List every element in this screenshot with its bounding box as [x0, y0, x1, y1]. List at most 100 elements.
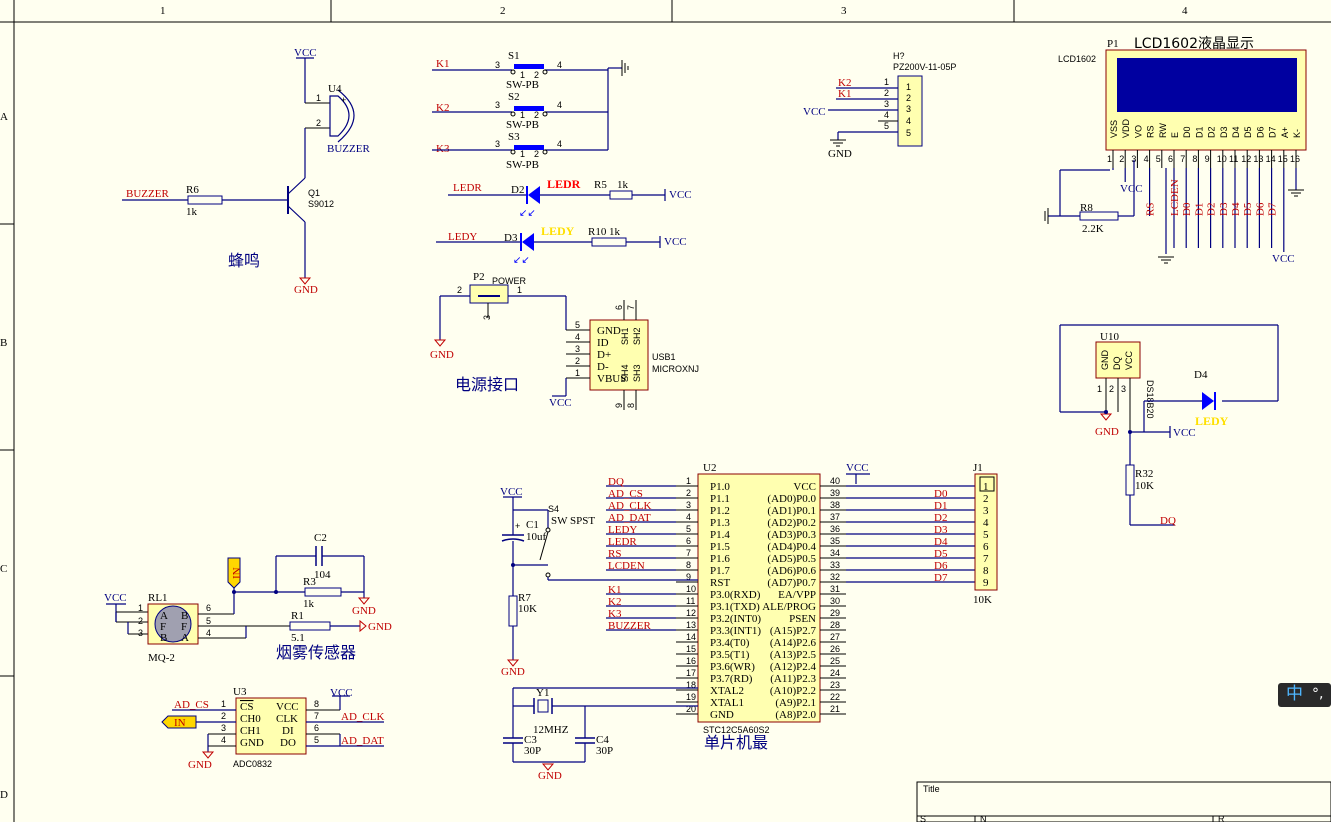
svg-text:AD_CS: AD_CS: [174, 699, 209, 711]
ime-chinese-mode-button[interactable]: 中: [1286, 684, 1303, 704]
mcu-vcc-label: VCC: [846, 462, 869, 474]
buzzer-ref: U4: [328, 83, 342, 95]
s3-ref: S3: [508, 131, 520, 143]
ime-punctuation-button[interactable]: °,: [1312, 686, 1324, 702]
mcu-left-pin-number: 10: [686, 584, 696, 594]
svg-text:3: 3: [482, 315, 492, 320]
svg-text:2: 2: [575, 356, 580, 366]
svg-text:2: 2: [534, 149, 539, 159]
svg-text:1: 1: [517, 285, 522, 295]
adc-in-label: IN: [174, 717, 186, 729]
svg-text:4: 4: [221, 735, 226, 745]
lcd-net-label: LCDEN: [1169, 179, 1181, 216]
svg-text:4: 4: [557, 60, 562, 70]
mcu-left-pin-name: XTAL2: [710, 685, 744, 697]
mcu-right-pin-number: 30: [830, 596, 840, 606]
lcd-pin-number: 2: [1119, 154, 1124, 164]
svg-text:B: B: [181, 610, 188, 622]
mcu-data-net: D7: [934, 572, 948, 584]
svg-text:1: 1: [575, 368, 580, 378]
revision-label: R: [1218, 814, 1225, 822]
svg-text:SH4: SH4: [620, 364, 630, 382]
buzzer-value: BUZZER: [327, 143, 370, 155]
svg-text:4: 4: [575, 332, 580, 342]
svg-text:6: 6: [614, 305, 624, 310]
svg-text:2: 2: [138, 616, 143, 626]
svg-text:GND: GND: [1095, 426, 1119, 438]
reset-circuit: VCC + C1 10uf S4 SW SPST R7 10K GND: [500, 486, 698, 678]
svg-text:1: 1: [1097, 384, 1102, 394]
ime-toolbar[interactable]: 中 °,: [1278, 683, 1331, 707]
svg-text:+: +: [341, 95, 346, 105]
s4-ref: S4: [548, 504, 559, 514]
svg-text:GND: GND: [828, 148, 852, 160]
c3-value: 30P: [524, 745, 541, 757]
ds18b20-part: DS18B20: [1145, 380, 1155, 419]
mcu-right-pin-name: (A15)P2.7: [770, 625, 817, 637]
r8-value: 2.2K: [1082, 223, 1104, 235]
mcu-left-pin-number: 2: [686, 488, 691, 498]
usb-ref: USB1: [652, 352, 676, 362]
svg-text:VCC: VCC: [104, 592, 127, 604]
mcu-net-label: LEDY: [608, 524, 637, 536]
mcu-right-pin-name: PSEN: [789, 613, 816, 625]
s1-ref: S1: [508, 50, 520, 62]
lcd-pin-number: 5: [1156, 154, 1161, 164]
lcd-net-label: D3: [1218, 202, 1230, 216]
c4-value: 30P: [596, 745, 613, 757]
s2-part: SW-PB: [506, 119, 539, 131]
switch-s3: K3 3 1 2 4 S3 SW-PB: [432, 131, 608, 171]
lcd-net-label: D4: [1230, 202, 1242, 216]
lcd-net-label: D6: [1254, 202, 1266, 216]
ledr-label: LEDR: [547, 177, 581, 191]
svg-text:A: A: [181, 632, 189, 644]
svg-text:4: 4: [906, 116, 911, 126]
r6-value: 1k: [186, 206, 198, 218]
row-label-c: C: [0, 563, 7, 575]
mcu-net-label: AD_CLK: [608, 500, 651, 512]
d4-label: LEDY: [1195, 414, 1229, 428]
svg-text:A: A: [160, 610, 168, 622]
c2-ref: C2: [314, 532, 327, 544]
mcu-data-net: D3: [934, 524, 948, 536]
mcu-net-label: AD_CS: [608, 488, 643, 500]
mcu-net-label: LEDR: [608, 536, 637, 548]
svg-text:VCC: VCC: [1124, 350, 1134, 370]
mcu-left-pin-name: P3.4(T0): [710, 637, 750, 649]
lcd-pin-number: 16: [1290, 154, 1300, 164]
mcu-right-pin-number: 38: [830, 500, 840, 510]
svg-text:D-: D-: [597, 361, 609, 373]
svg-text:VCC: VCC: [664, 236, 687, 248]
lcd-pin-name: E: [1170, 132, 1180, 138]
svg-text:1k: 1k: [617, 179, 629, 191]
mcu-left-pin-number: 3: [686, 500, 691, 510]
lcd-pin-number: 1: [1107, 154, 1112, 164]
led-ledy: LEDY D3 LEDY R10 1k VCC ↙↙: [436, 224, 687, 266]
lcd-pin-number: 3: [1131, 154, 1136, 164]
row-label-d: D: [0, 789, 8, 801]
switch-s2: K2 3 1 2 4 S2 SW-PB: [432, 91, 608, 131]
ledy-label: LEDY: [541, 224, 575, 238]
j1-pin-number: 2: [983, 493, 989, 505]
svg-text:AD_DAT: AD_DAT: [341, 735, 384, 747]
svg-text:1: 1: [906, 82, 911, 92]
svg-text:DQ: DQ: [1160, 515, 1176, 527]
s2-ref: S2: [508, 91, 520, 103]
svg-text:2: 2: [534, 70, 539, 80]
j1-pin-number: 9: [983, 577, 989, 589]
lcd-pin-number: 4: [1144, 154, 1149, 164]
mcu-left-pin-name: P3.1(TXD): [710, 601, 760, 613]
buzzer-caption: 蜂鸣: [228, 251, 260, 270]
svg-text:R10: R10: [588, 226, 607, 238]
svg-text:CH0: CH0: [240, 713, 261, 725]
mcu-net-label: LCDEN: [608, 560, 645, 572]
switch-s1: K1 3 1 2 4 S1 SW-PB: [432, 50, 608, 91]
svg-text:2: 2: [316, 118, 321, 128]
svg-text:3: 3: [575, 344, 580, 354]
j1-pin-number: 3: [983, 505, 989, 517]
svg-text:↙↙: ↙↙: [519, 208, 536, 219]
svg-text:K1: K1: [436, 58, 449, 70]
lcd-pin-name: VO: [1133, 125, 1143, 138]
lcd-vcc-label: VCC: [1272, 253, 1295, 265]
